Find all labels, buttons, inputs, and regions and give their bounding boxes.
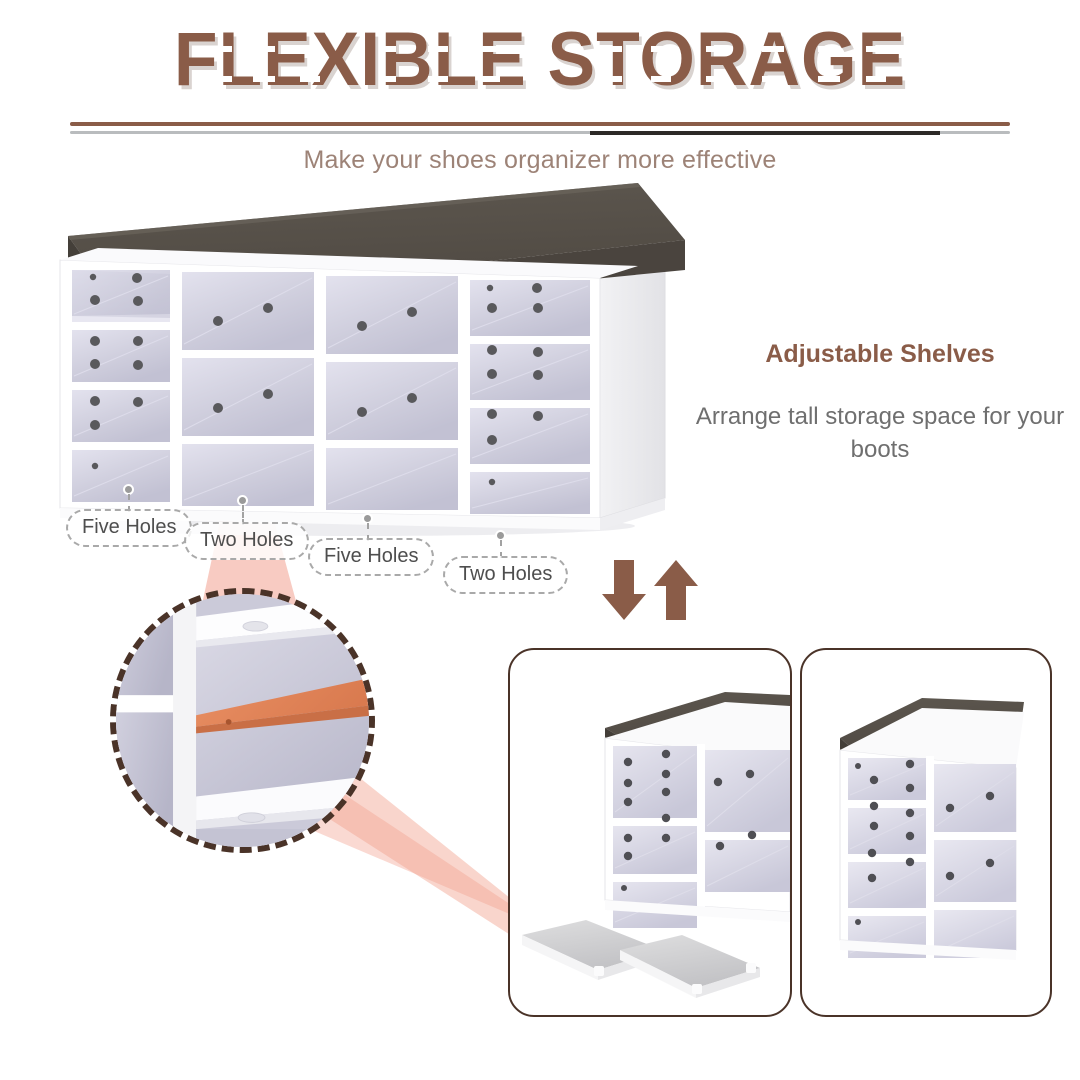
callout-leader-3: [367, 523, 369, 541]
loose-shelf-2: [620, 935, 760, 998]
feature-heading: Adjustable Shelves: [765, 340, 995, 368]
divider-gray-rule: [70, 131, 1010, 134]
callout-two-holes-1: Two Holes: [184, 522, 310, 560]
cabinet-column-2: [180, 272, 316, 506]
arrow-up-icon: [654, 560, 698, 620]
page-subtitle: Make your shoes organizer more effective: [303, 146, 777, 174]
cabinet-column-3: [324, 276, 460, 510]
cabinet-column-1: [70, 270, 172, 502]
panel-right-image: [839, 698, 1024, 960]
magnifier-detail-image: [116, 594, 369, 847]
header-divider: [70, 122, 1010, 135]
magnifier-circle-icon: [110, 588, 375, 853]
callout-two-holes-2: Two Holes: [443, 556, 569, 594]
shelf-swap-arrows: [602, 560, 698, 620]
page-title: FLEXIBLE STORAGE: [173, 17, 907, 102]
beam-cone-lower: [300, 730, 552, 938]
feature-description: Arrange tall storage space for your boot…: [695, 403, 1065, 463]
divider-brown-rule: [70, 122, 1010, 126]
divider-dark-segment: [590, 131, 940, 135]
callout-leader-4: [500, 540, 502, 558]
panel-shelves-installed: [800, 648, 1052, 1017]
callout-leader-2: [242, 505, 244, 525]
arrow-down-icon: [602, 560, 646, 620]
callout-five-holes-2: Five Holes: [308, 538, 435, 576]
callout-leader-1: [128, 494, 130, 512]
panel-left-image: [522, 692, 790, 998]
product-hero-image: [59, 183, 685, 536]
panel-shelves-removed: [508, 648, 792, 1017]
cabinet-column-4: [468, 280, 592, 514]
callout-five-holes-1: Five Holes: [66, 509, 193, 547]
